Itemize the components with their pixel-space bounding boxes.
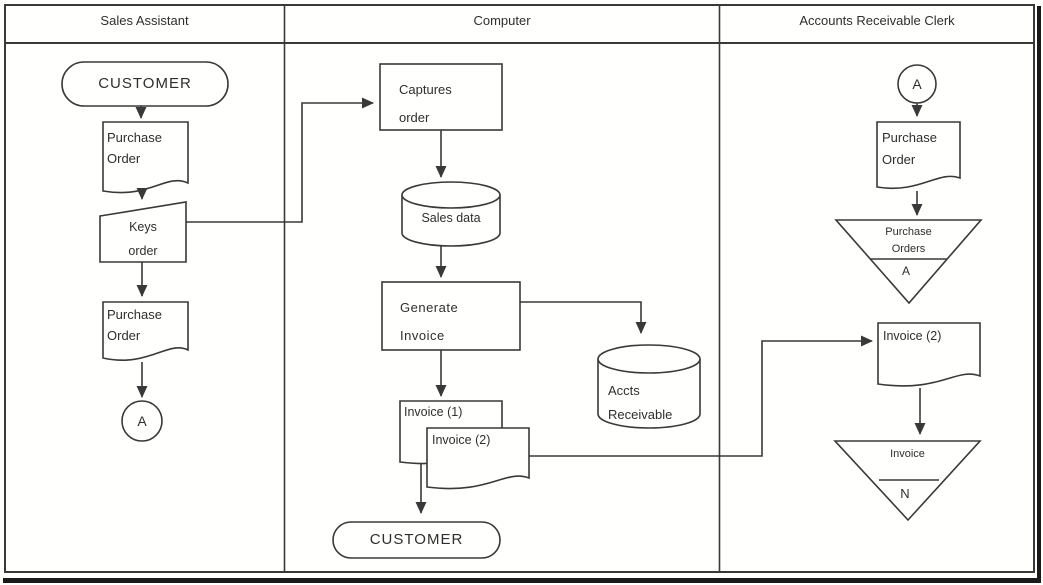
document-invoice-2-clerk (877, 322, 981, 387)
file-purchase-orders-line2: Orders (891, 243, 926, 255)
file-purchase-orders-triangle (834, 219, 983, 305)
datastore-sales-data-rim (401, 181, 501, 209)
process-generate-invoice-label: Generate Invoice (400, 300, 459, 343)
connector-a-clerk-label: A (912, 76, 922, 92)
connector-a-sales-label: A (137, 413, 147, 429)
terminator-customer-end-label: CUSTOMER (369, 531, 464, 548)
process-captures-order (379, 63, 503, 131)
datastore-sales-data-body (401, 195, 501, 247)
process-generate-invoice (381, 281, 521, 351)
document-invoice-2-label: Invoice (2) (432, 433, 491, 447)
datastore-sales-data-label: Sales data (421, 211, 481, 225)
connector-circle-a-sales (121, 400, 163, 442)
terminator-customer-start (61, 61, 229, 107)
manual-input-keys-order (99, 201, 187, 263)
file-purchase-orders-line1: Purchase (885, 226, 932, 238)
document-invoice-2-clerk-label: Invoice (2) (883, 329, 942, 343)
document-purchase-order-2 (102, 301, 189, 361)
terminator-customer-start-label: CUSTOMER (98, 75, 192, 92)
lane-title-ar-clerk: Accounts Receivable Clerk (799, 13, 955, 28)
process-captures-order-label: Captures order (399, 82, 452, 125)
datastore-accts-receivable-label: Accts Receivable (608, 383, 673, 422)
terminator-customer-end (332, 521, 501, 559)
document-invoice-2 (426, 427, 530, 490)
file-purchase-orders-letter: A (901, 264, 910, 278)
document-purchase-order-1-label: Purchase Order (107, 130, 162, 166)
document-purchase-order-clerk-label: Purchase Order (882, 130, 937, 167)
connector-generate-to-acctsrec (520, 301, 647, 334)
diagram-border (4, 4, 1035, 573)
document-purchase-order-1 (102, 121, 189, 194)
connector-keys-to-captures (186, 97, 374, 223)
manual-input-keys-order-label: Keys order (128, 220, 158, 258)
datastore-accts-receivable-rim (597, 344, 701, 374)
document-purchase-order-2-label: Purchase Order (107, 307, 162, 343)
lane-title-computer: Computer (473, 13, 531, 28)
document-purchase-order-clerk (876, 121, 961, 190)
document-invoice-1-label: Invoice (1) (404, 405, 463, 419)
file-invoice-letter: N (900, 486, 910, 501)
lane-title-sales-assistant: Sales Assistant (100, 13, 189, 28)
file-invoice-label: Invoice (890, 448, 925, 460)
connector-invoice2-to-arclerk (529, 335, 873, 457)
datastore-accts-receivable-body (597, 359, 701, 429)
